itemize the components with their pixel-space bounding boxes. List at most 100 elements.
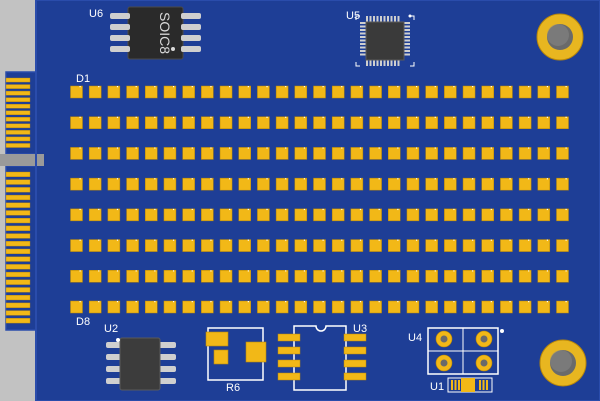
u5-pin bbox=[360, 43, 368, 45]
label-u4: U4 bbox=[408, 332, 422, 344]
led-pad bbox=[313, 270, 326, 283]
edge-finger bbox=[5, 233, 31, 239]
led-pad bbox=[425, 270, 438, 283]
led-pad bbox=[145, 300, 158, 314]
led-pad bbox=[406, 85, 420, 99]
led-pad bbox=[388, 270, 401, 283]
u5-pin bbox=[394, 58, 396, 66]
edge-finger bbox=[5, 202, 31, 208]
led-pad bbox=[201, 85, 214, 99]
edge-finger bbox=[5, 295, 31, 301]
led-pad bbox=[257, 177, 270, 191]
led-pad bbox=[444, 116, 457, 129]
led-pad bbox=[481, 208, 494, 222]
led-pad bbox=[145, 85, 158, 99]
led-pad bbox=[163, 300, 177, 314]
u2-pin bbox=[158, 366, 176, 372]
led-pad bbox=[126, 300, 139, 314]
led-pad bbox=[294, 116, 308, 129]
u5-pin bbox=[402, 50, 410, 52]
led-pad bbox=[350, 85, 364, 99]
u5-pin bbox=[360, 32, 368, 35]
u3-pad bbox=[343, 346, 367, 355]
led-pad bbox=[219, 116, 233, 129]
u6-soic8-chip: SOIC8 bbox=[110, 6, 201, 60]
led-pad bbox=[145, 177, 158, 191]
u5-pin bbox=[402, 29, 410, 31]
edge-finger bbox=[5, 271, 31, 278]
led-pad bbox=[313, 147, 326, 160]
led-pad bbox=[70, 270, 83, 283]
edge-finger bbox=[5, 123, 31, 129]
edge-finger bbox=[5, 84, 31, 89]
label-u6: U6 bbox=[89, 8, 103, 20]
led-pad bbox=[500, 239, 513, 252]
led-pad bbox=[537, 300, 551, 314]
led-pad bbox=[444, 85, 457, 99]
led-pad bbox=[500, 85, 513, 99]
led-pad bbox=[331, 239, 345, 252]
u1-pad bbox=[454, 380, 457, 390]
led-pad bbox=[107, 300, 121, 314]
led-pad bbox=[537, 116, 551, 129]
u5-pin bbox=[397, 16, 400, 24]
led-pad bbox=[182, 270, 195, 283]
led-pad bbox=[201, 300, 214, 314]
led-pad bbox=[556, 85, 569, 99]
pin1-dot-icon bbox=[500, 329, 504, 333]
led-pad bbox=[70, 177, 83, 191]
led-pad bbox=[107, 270, 121, 283]
soic8-marking: SOIC8 bbox=[157, 12, 173, 54]
led-pad bbox=[556, 116, 569, 129]
led-pad bbox=[182, 239, 195, 252]
u5-pin bbox=[360, 39, 368, 42]
led-pad bbox=[88, 147, 102, 160]
led-pad bbox=[126, 147, 139, 160]
led-pad bbox=[518, 85, 532, 99]
led-pad bbox=[444, 147, 457, 160]
u1-pad bbox=[458, 380, 460, 390]
led-pad bbox=[257, 300, 270, 314]
led-pad bbox=[462, 270, 476, 283]
led-pad bbox=[462, 147, 476, 160]
edge-finger bbox=[5, 90, 31, 96]
led-pad bbox=[275, 270, 289, 283]
led-pad bbox=[537, 239, 551, 252]
u4-header-footprint bbox=[427, 327, 504, 375]
led-pad bbox=[481, 116, 494, 129]
led-pad bbox=[425, 147, 438, 160]
led-pad bbox=[481, 239, 494, 252]
edge-finger bbox=[5, 302, 31, 308]
u6-pin bbox=[110, 46, 130, 52]
led-pad bbox=[182, 147, 195, 160]
u5-pin bbox=[402, 22, 410, 24]
led-pad bbox=[182, 177, 195, 191]
led-pad bbox=[537, 177, 551, 191]
led-pad bbox=[182, 208, 195, 222]
u6-pin bbox=[181, 24, 201, 30]
u5-pin bbox=[360, 29, 368, 31]
led-pad bbox=[369, 116, 382, 129]
u5-pin bbox=[369, 58, 372, 66]
pin1-dot-icon bbox=[171, 47, 175, 51]
led-pad bbox=[257, 239, 270, 252]
u5-pin bbox=[366, 58, 368, 66]
u5-pin bbox=[360, 50, 368, 52]
u5-pin bbox=[360, 25, 368, 28]
led-pad bbox=[388, 208, 401, 222]
led-pad bbox=[406, 208, 420, 222]
led-pad bbox=[275, 116, 289, 129]
u5-pin bbox=[402, 39, 410, 42]
u5-qfp-chip bbox=[355, 14, 415, 67]
led-pad bbox=[369, 239, 382, 252]
u6-pin bbox=[110, 35, 130, 41]
led-pad bbox=[145, 270, 158, 283]
led-pad bbox=[388, 147, 401, 160]
led-pad bbox=[294, 177, 308, 191]
led-pad bbox=[350, 208, 364, 222]
led-pad bbox=[70, 208, 83, 222]
led-pad bbox=[462, 177, 476, 191]
led-pad bbox=[350, 239, 364, 252]
edge-finger bbox=[5, 136, 31, 142]
led-pad bbox=[500, 116, 513, 129]
